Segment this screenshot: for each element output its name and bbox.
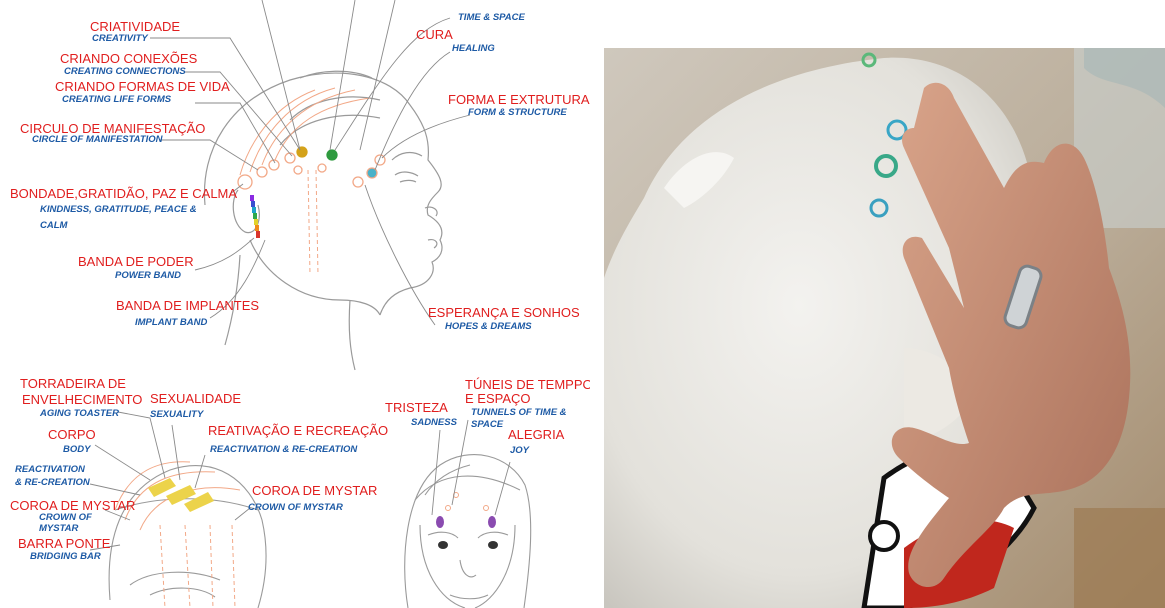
profile-leader-lines	[150, 0, 470, 325]
profile-points	[238, 147, 385, 189]
label-barra-ponte: BARRA PONTE	[18, 537, 110, 550]
label-criando-conexoes: CRIANDO CONEXÕES	[60, 52, 197, 65]
label-implant-band: IMPLANT BAND	[135, 318, 207, 328]
front-face-points	[436, 493, 496, 529]
label-form-structure: FORM & STRUCTURE	[468, 108, 567, 118]
label-crown-of: CROWN OF	[39, 513, 92, 523]
label-healing: HEALING	[452, 44, 495, 54]
label-criando-formas-de-vida: CRIANDO FORMAS DE VIDA	[55, 80, 230, 93]
front-face-outline	[405, 455, 531, 608]
front-face-leader-lines	[432, 420, 510, 515]
label-alegria: ALEGRIA	[508, 428, 564, 441]
label-mystar: MYSTAR	[39, 524, 78, 534]
label-reactivation: REACTIVATION	[15, 465, 85, 475]
label-hopes-dreams: HOPES & DREAMS	[445, 322, 532, 332]
label-bridging-bar: BRIDGING BAR	[30, 552, 101, 562]
label-tuneis-de-tempo: TÚNEIS DE TEMPPO	[465, 378, 590, 391]
label-cura: CURA	[416, 28, 453, 41]
front-face-eyes	[438, 541, 498, 549]
label-corpo: CORPO	[48, 428, 96, 441]
label-and-re-creation: & RE-CREATION	[15, 478, 90, 488]
label-joy: JOY	[510, 446, 529, 456]
label-creativity: CREATIVITY	[92, 34, 148, 44]
label-tunnels-of-time: TUNNELS OF TIME &	[471, 408, 567, 418]
head-points-diagram: CRIATIVIDADE CREATIVITY TIME & SPACE CUR…	[0, 0, 590, 608]
label-calm: CALM	[40, 221, 67, 231]
top-head-yellow-bars	[148, 478, 214, 512]
label-kindness-gratitude: KINDNESS, GRATITUDE, PEACE &	[40, 205, 197, 215]
label-bondade-gratidao: BONDADE,GRATIDÃO, PAZ E CALMA	[10, 187, 237, 200]
label-reativacao-e-recreacao: REATIVAÇÃO E RECREAÇÃO	[208, 424, 388, 437]
label-reactivation-recreation: REACTIVATION & RE-CREATION	[210, 445, 357, 455]
label-sadness: SADNESS	[411, 418, 457, 428]
label-banda-de-implantes: BANDA DE IMPLANTES	[116, 299, 259, 312]
label-power-band: POWER BAND	[115, 271, 181, 281]
label-body: BODY	[63, 445, 90, 455]
profile-orange-grid	[240, 88, 370, 275]
label-banda-de-poder: BANDA DE PODER	[78, 255, 194, 268]
label-circle-of-manifestation: CIRCLE OF MANIFESTATION	[32, 135, 163, 145]
label-creating-connections: CREATING CONNECTIONS	[64, 67, 186, 77]
photo-illustration	[604, 48, 1165, 608]
label-torradeira-de: TORRADEIRA DE	[20, 377, 126, 390]
label-tristeza: TRISTEZA	[385, 401, 448, 414]
label-creating-life-forms: CREATING LIFE FORMS	[62, 95, 171, 105]
label-esperanca-e-sonhos: ESPERANÇA E SONHOS	[428, 306, 580, 319]
label-time-space: TIME & SPACE	[458, 13, 525, 23]
label-coroa-de-mystar-left: COROA DE MYSTAR	[10, 499, 135, 512]
mannequin-head-photo	[604, 48, 1165, 608]
profile-head-outline	[204, 71, 442, 370]
label-sexuality: SEXUALITY	[150, 410, 203, 420]
top-head-grid	[115, 462, 240, 608]
label-aging-toaster: AGING TOASTER	[40, 409, 119, 419]
label-crown-of-mystar-right: CROWN OF MYSTAR	[248, 503, 343, 513]
label-forma-e-extrutura: FORMA E EXTRUTURA	[448, 93, 590, 106]
label-coroa-de-mystar-right: COROA DE MYSTAR	[252, 484, 377, 497]
label-criatividade: CRIATIVIDADE	[90, 20, 180, 33]
label-envelhecimento: ENVELHECIMENTO	[22, 393, 142, 406]
label-space: SPACE	[471, 420, 503, 430]
label-sexualidade: SEXUALIDADE	[150, 392, 241, 405]
label-e-espaco: E ESPAÇO	[465, 392, 531, 405]
